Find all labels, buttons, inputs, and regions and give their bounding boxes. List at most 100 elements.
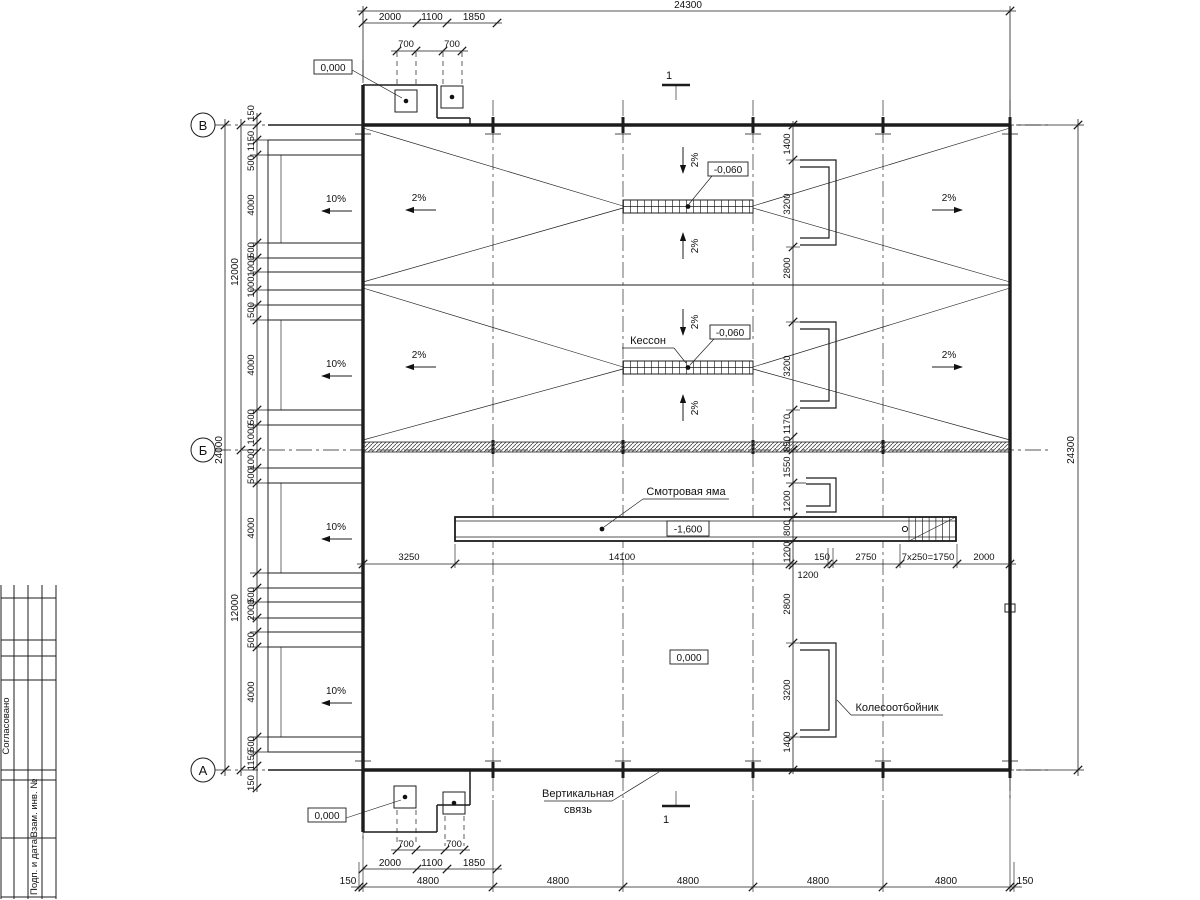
svg-text:1100: 1100 <box>421 858 443 869</box>
wheel-stop-brackets <box>800 159 837 738</box>
svg-text:500: 500 <box>246 587 257 603</box>
slope-10pct: 10% <box>326 522 346 533</box>
dim-overall-top: 24300 <box>674 0 702 11</box>
axis-b-band <box>362 441 1011 453</box>
svg-text:1200: 1200 <box>782 541 793 562</box>
svg-text:700: 700 <box>446 839 462 850</box>
svg-text:2000: 2000 <box>379 858 402 869</box>
kesson-label: Кессон <box>630 335 666 347</box>
titleblock-podp: Подп. и дата <box>29 838 40 895</box>
section-marks: 1 1 <box>662 70 690 826</box>
building-walls <box>268 85 1016 832</box>
level-minus060: -0,060 <box>716 328 745 339</box>
svg-text:1400: 1400 <box>782 133 793 154</box>
svg-text:500: 500 <box>246 242 257 258</box>
svg-text:1150: 1150 <box>246 131 257 151</box>
svg-text:700: 700 <box>398 39 414 50</box>
svg-text:800: 800 <box>782 520 793 536</box>
slope-labels: 2% 2% 2% 2% 2% 2% 2% 2% 10% 10% 10% 10% <box>321 147 963 707</box>
slope-10pct: 10% <box>326 686 346 697</box>
svg-text:3200: 3200 <box>782 355 793 376</box>
level-marks: 0,000 0,000 0,000 -0,060 -0,060 -1,600 <box>307 59 751 823</box>
svg-text:4000: 4000 <box>246 681 257 702</box>
axis-label-b: Б <box>199 443 208 458</box>
svg-text:2800: 2800 <box>782 593 793 614</box>
svg-text:500: 500 <box>246 409 257 425</box>
svg-text:2000: 2000 <box>246 599 257 620</box>
slope-2pct: 2% <box>942 350 957 361</box>
svg-text:2800: 2800 <box>782 257 793 278</box>
svg-text:12000: 12000 <box>230 258 241 286</box>
svg-text:2000: 2000 <box>973 552 994 563</box>
svg-text:7х250=1750: 7х250=1750 <box>902 552 955 563</box>
dim-left-total: 24000 <box>214 436 225 464</box>
svg-text:14100: 14100 <box>609 552 635 563</box>
axis-label-a: А <box>199 763 208 778</box>
svg-text:150: 150 <box>246 105 257 121</box>
dock-ramps <box>267 139 363 753</box>
bottom-structure <box>363 770 471 846</box>
vertical-brace-label-1: Вертикальная <box>542 788 614 800</box>
level-zero: 0,000 <box>320 63 345 74</box>
svg-text:500: 500 <box>246 302 257 318</box>
svg-text:4800: 4800 <box>807 876 830 887</box>
column-footing <box>440 85 464 109</box>
svg-text:150: 150 <box>340 876 357 887</box>
svg-text:4000: 4000 <box>246 194 257 215</box>
svg-text:2000: 2000 <box>379 12 402 23</box>
top-structure <box>363 52 471 125</box>
vertical-brace-label-2: связь <box>564 804 592 816</box>
text-annotations: Кессон Смотровая яма Колесоотбойник Верт… <box>542 335 943 816</box>
svg-text:3250: 3250 <box>398 552 419 563</box>
titleblock: Согласовано Взам. инв. № Подп. и дата <box>0 585 57 899</box>
svg-text:1200: 1200 <box>797 570 818 581</box>
slope-2pct: 2% <box>412 350 427 361</box>
svg-text:500: 500 <box>246 736 257 752</box>
svg-text:1550: 1550 <box>782 456 793 477</box>
section-mark-1: 1 <box>663 814 669 826</box>
svg-text:150: 150 <box>1017 876 1034 887</box>
svg-text:850: 850 <box>782 436 793 452</box>
svg-text:4800: 4800 <box>547 876 570 887</box>
caisson-strips <box>622 199 754 375</box>
svg-text:1200: 1200 <box>782 490 793 511</box>
svg-text:150: 150 <box>814 552 830 563</box>
svg-text:4800: 4800 <box>677 876 700 887</box>
slope-2pct: 2% <box>412 193 427 204</box>
svg-text:4000: 4000 <box>246 517 257 538</box>
slope-2pct: 2% <box>690 315 701 330</box>
svg-text:500: 500 <box>246 468 257 484</box>
slope-10pct: 10% <box>326 194 346 205</box>
slope-2pct: 2% <box>690 239 701 254</box>
svg-text:4000: 4000 <box>246 354 257 375</box>
dimension-texts: 24300 2000 1100 1850 700 700 24300 24000… <box>214 0 1077 887</box>
pit-label: Смотровая яма <box>646 486 726 498</box>
svg-text:1170: 1170 <box>782 414 793 434</box>
slope-2pct: 2% <box>942 193 957 204</box>
titleblock-vzam: Взам. инв. № <box>29 779 40 838</box>
svg-text:4800: 4800 <box>935 876 958 887</box>
svg-text:4800: 4800 <box>417 876 440 887</box>
svg-text:700: 700 <box>398 839 414 850</box>
section-mark-1: 1 <box>666 70 672 82</box>
svg-text:500: 500 <box>246 632 257 648</box>
level-zero: 0,000 <box>676 653 701 664</box>
titleblock-soglasovano: Согласовано <box>1 697 12 754</box>
svg-text:700: 700 <box>444 39 460 50</box>
wheel-guard-label: Колесоотбойник <box>855 702 938 714</box>
svg-text:1150: 1150 <box>246 750 257 770</box>
level-zero: 0,000 <box>314 811 339 822</box>
svg-text:12000: 12000 <box>230 594 241 622</box>
svg-text:1850: 1850 <box>463 12 486 23</box>
svg-text:1400: 1400 <box>782 731 793 752</box>
svg-text:150: 150 <box>246 775 257 791</box>
slope-2pct: 2% <box>690 153 701 168</box>
column-footing <box>442 791 466 815</box>
level-minus1600: -1,600 <box>674 525 703 536</box>
svg-text:500: 500 <box>246 155 257 171</box>
level-minus060: -0,060 <box>714 165 743 176</box>
axis-label-v: В <box>199 118 208 133</box>
right-wall-marker <box>1004 603 1016 613</box>
svg-text:2750: 2750 <box>855 552 876 563</box>
